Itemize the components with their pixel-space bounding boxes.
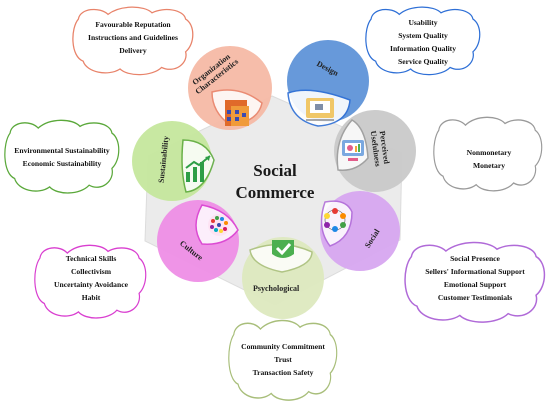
checkmark-icon	[272, 240, 294, 258]
center-title: Social Commerce	[215, 160, 335, 204]
cloud-item: System Quality	[398, 31, 448, 40]
cloud-item: Monetary	[472, 161, 506, 170]
cloud-social-text: Social Presence Sellers' Informational S…	[406, 252, 544, 304]
label-psychological-text: Psychological	[253, 284, 300, 293]
cloud-sustainability-text: Environmental Sustainability Economic Su…	[6, 144, 118, 170]
cloud-item: Emotional Support	[443, 280, 507, 289]
design-tools-icon	[306, 98, 334, 121]
cloud-item: Service Quality	[398, 57, 448, 66]
cloud-perceived-text: Nonmonetary Monetary	[440, 146, 538, 172]
label-psychological: Psychological	[253, 284, 299, 293]
cloud-item: Favourable Reputation	[95, 20, 171, 29]
cloud-item: Environmental Sustainability	[14, 146, 110, 155]
cloud-item: Habit	[81, 293, 101, 302]
analytics-icon	[342, 140, 364, 161]
cloud-item: Instructions and Guidelines	[88, 33, 178, 42]
cloud-item: Technical Skills	[65, 254, 117, 263]
cloud-item: Trust	[274, 355, 292, 364]
cloud-item: Sellers' Informational Support	[425, 267, 525, 276]
cloud-item: Usability	[408, 18, 438, 27]
cloud-item: Collectivism	[70, 267, 112, 276]
cloud-item: Community Commitment	[241, 342, 325, 351]
culture-dots-icon	[208, 214, 230, 236]
cloud-item: Information Quality	[389, 44, 457, 53]
people-network-icon	[324, 208, 346, 232]
cloud-psychological-text: Community Commitment Trust Transaction S…	[230, 340, 336, 379]
cloud-item: Delivery	[119, 46, 147, 55]
cloud-item: Economic Sustainability	[22, 159, 102, 168]
cloud-item: Uncertainty Avoidance	[54, 280, 128, 289]
cloud-culture-text: Technical Skills Collectivism Uncertaint…	[36, 252, 146, 304]
cloud-item: Customer Testimonials	[437, 293, 513, 302]
center-title-line2: Commerce	[235, 183, 315, 202]
cloud-item: Transaction Safety	[252, 368, 314, 377]
cloud-item: Social Presence	[450, 254, 500, 263]
building-icon	[225, 100, 249, 126]
cloud-organization-text: Favourable Reputation Instructions and G…	[77, 18, 189, 57]
growth-chart-icon	[185, 155, 211, 182]
cloud-item: Nonmonetary	[466, 148, 512, 157]
cloud-design-text: Usability System Quality Information Qua…	[366, 16, 480, 68]
center-title-line1: Social	[253, 161, 297, 180]
